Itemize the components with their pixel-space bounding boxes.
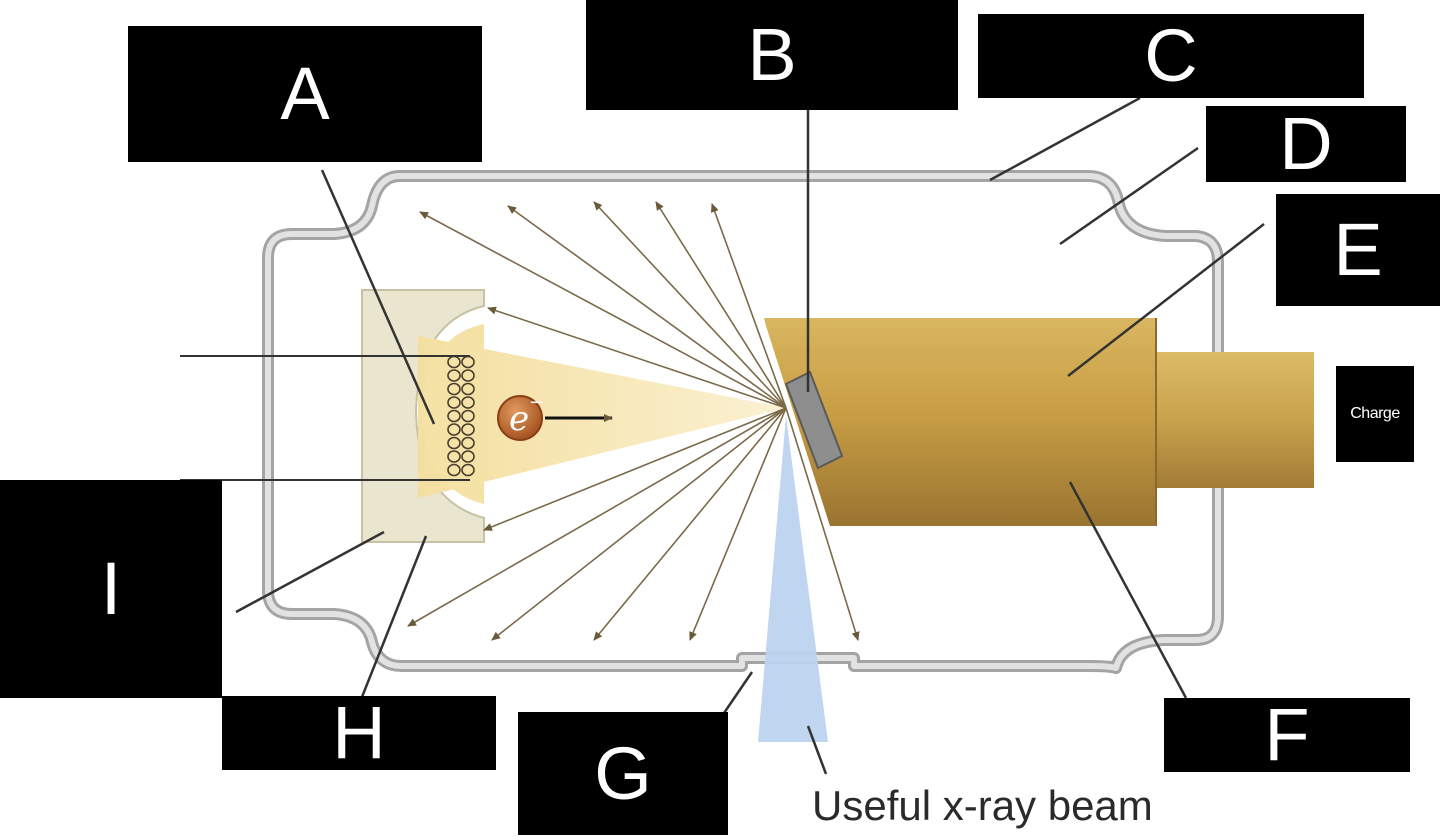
filament-loop bbox=[461, 382, 475, 396]
filament-loop bbox=[461, 396, 475, 409]
filament-loop bbox=[461, 463, 475, 477]
label-i: I bbox=[0, 480, 222, 698]
emission-ray bbox=[483, 407, 787, 531]
emission-ray bbox=[407, 407, 787, 627]
emission-ray bbox=[487, 306, 787, 409]
emission-ray bbox=[593, 201, 787, 409]
glass-envelope-inner bbox=[265, 173, 1221, 671]
label-a: A bbox=[128, 26, 482, 162]
emission-ray bbox=[419, 211, 787, 409]
pointer-d bbox=[1059, 146, 1199, 246]
label-b: B bbox=[586, 0, 958, 110]
filament-loop bbox=[447, 436, 461, 450]
pointer-e bbox=[1067, 223, 1265, 377]
pointer-g bbox=[720, 671, 754, 717]
label-h: H bbox=[222, 696, 496, 770]
pointer-c bbox=[989, 96, 1141, 182]
pointer-beam bbox=[806, 725, 828, 775]
emission-ray bbox=[507, 205, 787, 409]
cathode-interior bbox=[422, 324, 484, 504]
filament-loop bbox=[461, 369, 475, 382]
label-f: F bbox=[1164, 698, 1410, 772]
filament-loop bbox=[447, 396, 461, 409]
emission-ray bbox=[593, 407, 787, 641]
label-e: E bbox=[1276, 194, 1440, 306]
filament-loop bbox=[447, 463, 461, 477]
filament-loop bbox=[447, 450, 461, 463]
pointer-lines bbox=[235, 96, 1265, 775]
emission-ray bbox=[655, 201, 787, 409]
label-g: G bbox=[518, 712, 728, 835]
anode-stem bbox=[1150, 352, 1314, 488]
pointer-h bbox=[358, 535, 428, 703]
filament-loop bbox=[461, 436, 475, 450]
electron-symbol: e bbox=[509, 399, 529, 439]
filament-coil bbox=[447, 355, 475, 477]
pointer-i bbox=[235, 530, 385, 614]
filament-loop bbox=[447, 423, 461, 436]
filament-loop bbox=[447, 409, 461, 423]
emission-ray bbox=[689, 407, 787, 641]
emission-rays bbox=[407, 201, 860, 641]
pointer-f bbox=[1068, 481, 1188, 699]
label-c: C bbox=[978, 14, 1364, 98]
label-charge: Charge bbox=[1336, 366, 1414, 462]
tungsten-target bbox=[784, 370, 844, 470]
electron-charge: − bbox=[529, 392, 544, 413]
filament-loop bbox=[461, 423, 475, 436]
emission-ray bbox=[491, 407, 787, 641]
emission-ray bbox=[710, 203, 787, 409]
pointer-a bbox=[320, 169, 436, 425]
filament-loop bbox=[447, 382, 461, 396]
emission-ray bbox=[785, 407, 860, 641]
label-d: D bbox=[1206, 106, 1406, 182]
filament-loop bbox=[447, 369, 461, 382]
anode-body bbox=[764, 318, 1156, 526]
useful-xray-beam-caption: Useful x-ray beam bbox=[812, 782, 1153, 829]
electron-icon bbox=[497, 395, 543, 441]
useful-xray-beam bbox=[758, 416, 828, 742]
filament-loop bbox=[461, 450, 475, 463]
filament-loop bbox=[461, 409, 475, 423]
